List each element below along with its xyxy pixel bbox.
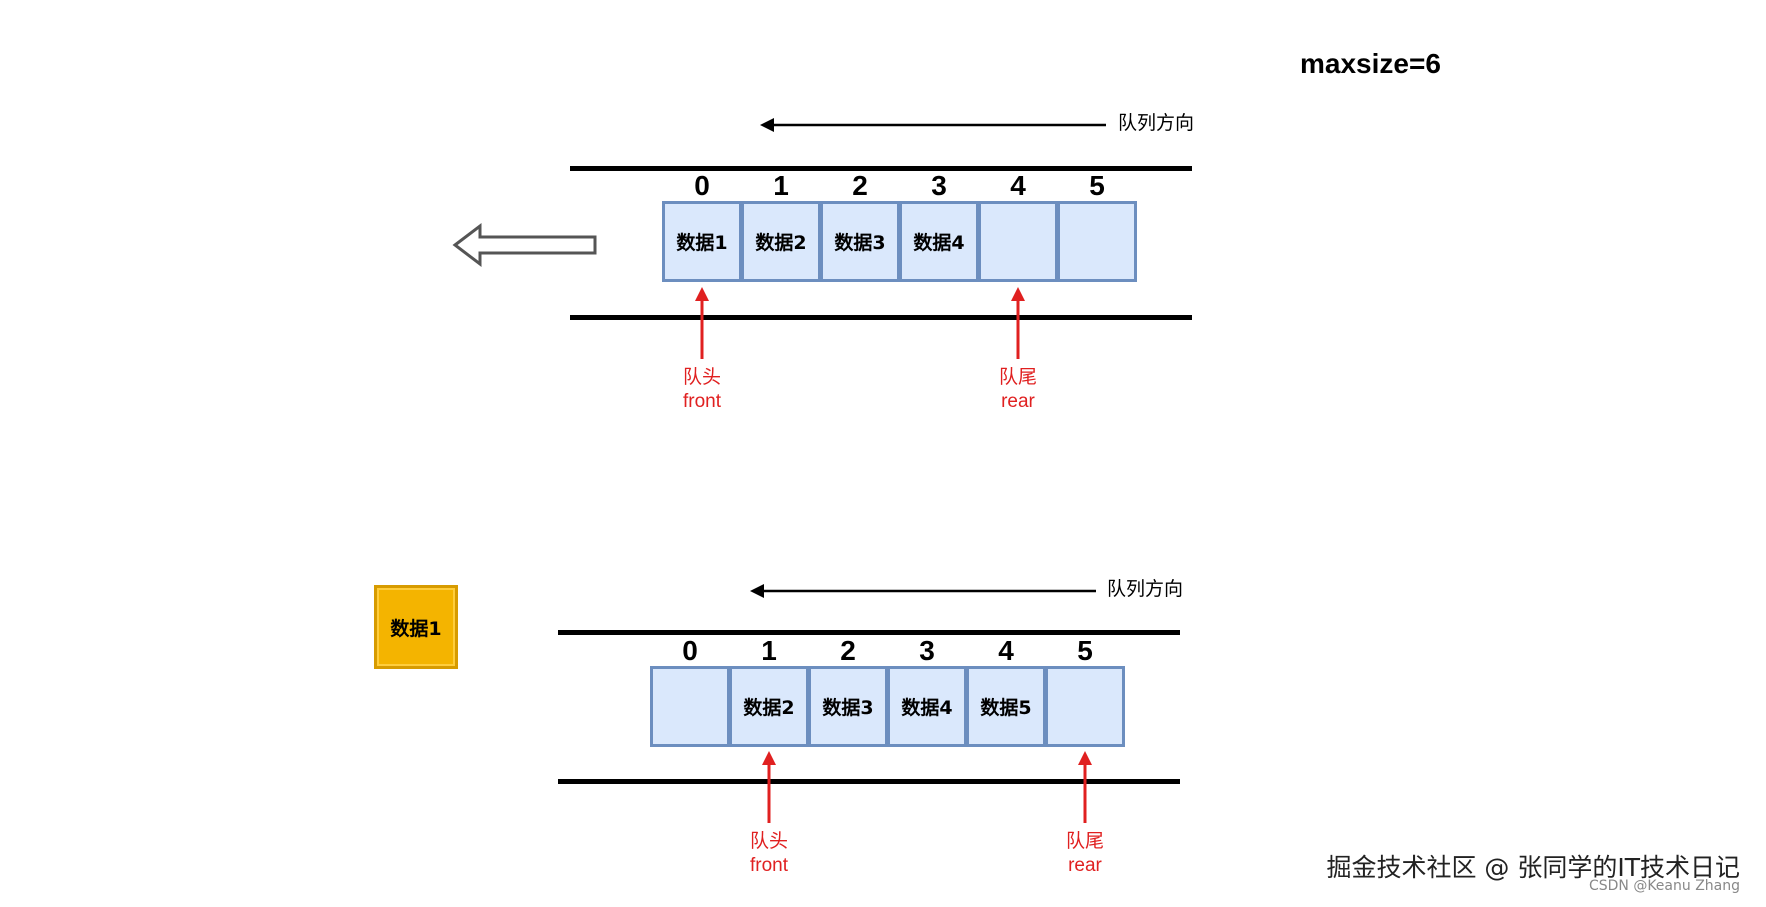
front-pointer-arrow-bottom [762, 751, 776, 823]
front-label-cn: 队头 [682, 367, 721, 388]
rear-label-cn: 队尾 [1065, 831, 1104, 852]
front-label-cn: 队头 [749, 831, 788, 852]
index-label-top: 2 [852, 170, 868, 201]
front-pointer-arrow-top [695, 287, 709, 359]
lane-bottom-lower [558, 779, 1180, 784]
watermark: 掘金技术社区 @ 张同学的IT技术日记 [1326, 853, 1740, 882]
maxsize-title: maxsize=6 [1300, 48, 1441, 79]
queue-cell-top: 数据2 [741, 201, 821, 282]
front-label-top: 队头 front [662, 366, 742, 414]
queue-cell-empty-bottom [650, 666, 730, 747]
queue-cell-empty-top [978, 201, 1058, 282]
lane-bottom-upper [558, 630, 1180, 635]
watermark-csdn: CSDN @Keanu Zhang [1588, 878, 1740, 894]
queue-cell-empty-top [1057, 201, 1137, 282]
direction-label-bottom: 队列方向 [1107, 578, 1184, 600]
rear-pointer-arrow-bottom [1078, 751, 1092, 823]
rear-label-en: rear [1001, 391, 1035, 412]
index-label-bottom: 0 [682, 635, 698, 666]
rear-label-top: 队尾 rear [978, 366, 1058, 414]
index-label-bottom: 5 [1077, 635, 1093, 666]
rear-label-bottom: 队尾 rear [1045, 830, 1125, 878]
queue-cell-bottom: 数据2 [729, 666, 809, 747]
queue-cell-empty-bottom [1045, 666, 1125, 747]
front-label-en: front [682, 391, 722, 412]
queue-cell-bottom: 数据4 [887, 666, 967, 747]
queue-cell-top: 数据1 [662, 201, 742, 282]
hollow-left-arrow [452, 222, 597, 268]
lane-top-upper [570, 166, 1192, 171]
queue-cell-top: 数据4 [899, 201, 979, 282]
index-label-bottom: 4 [998, 635, 1014, 666]
queue-cell-bottom: 数据3 [808, 666, 888, 747]
index-label-bottom: 3 [919, 635, 935, 666]
front-label-bottom: 队头 front [729, 830, 809, 878]
direction-label-top: 队列方向 [1118, 112, 1195, 134]
queue-cell-bottom: 数据5 [966, 666, 1046, 747]
index-label-top: 5 [1089, 170, 1105, 201]
index-label-top: 4 [1010, 170, 1026, 201]
front-label-en: front [749, 855, 789, 876]
direction-arrow-top [760, 118, 1106, 132]
index-label-top: 1 [773, 170, 789, 201]
queue-cell-top: 数据3 [820, 201, 900, 282]
index-label-bottom: 2 [840, 635, 856, 666]
dequeued-item: 数据1 [374, 585, 458, 669]
rear-pointer-arrow-top [1011, 287, 1025, 359]
index-label-bottom: 1 [761, 635, 777, 666]
rear-label-cn: 队尾 [998, 367, 1037, 388]
direction-arrow-bottom [750, 584, 1096, 598]
index-label-top: 3 [931, 170, 947, 201]
index-label-top: 0 [694, 170, 710, 201]
rear-label-en: rear [1068, 855, 1102, 876]
lane-top-lower [570, 315, 1192, 320]
